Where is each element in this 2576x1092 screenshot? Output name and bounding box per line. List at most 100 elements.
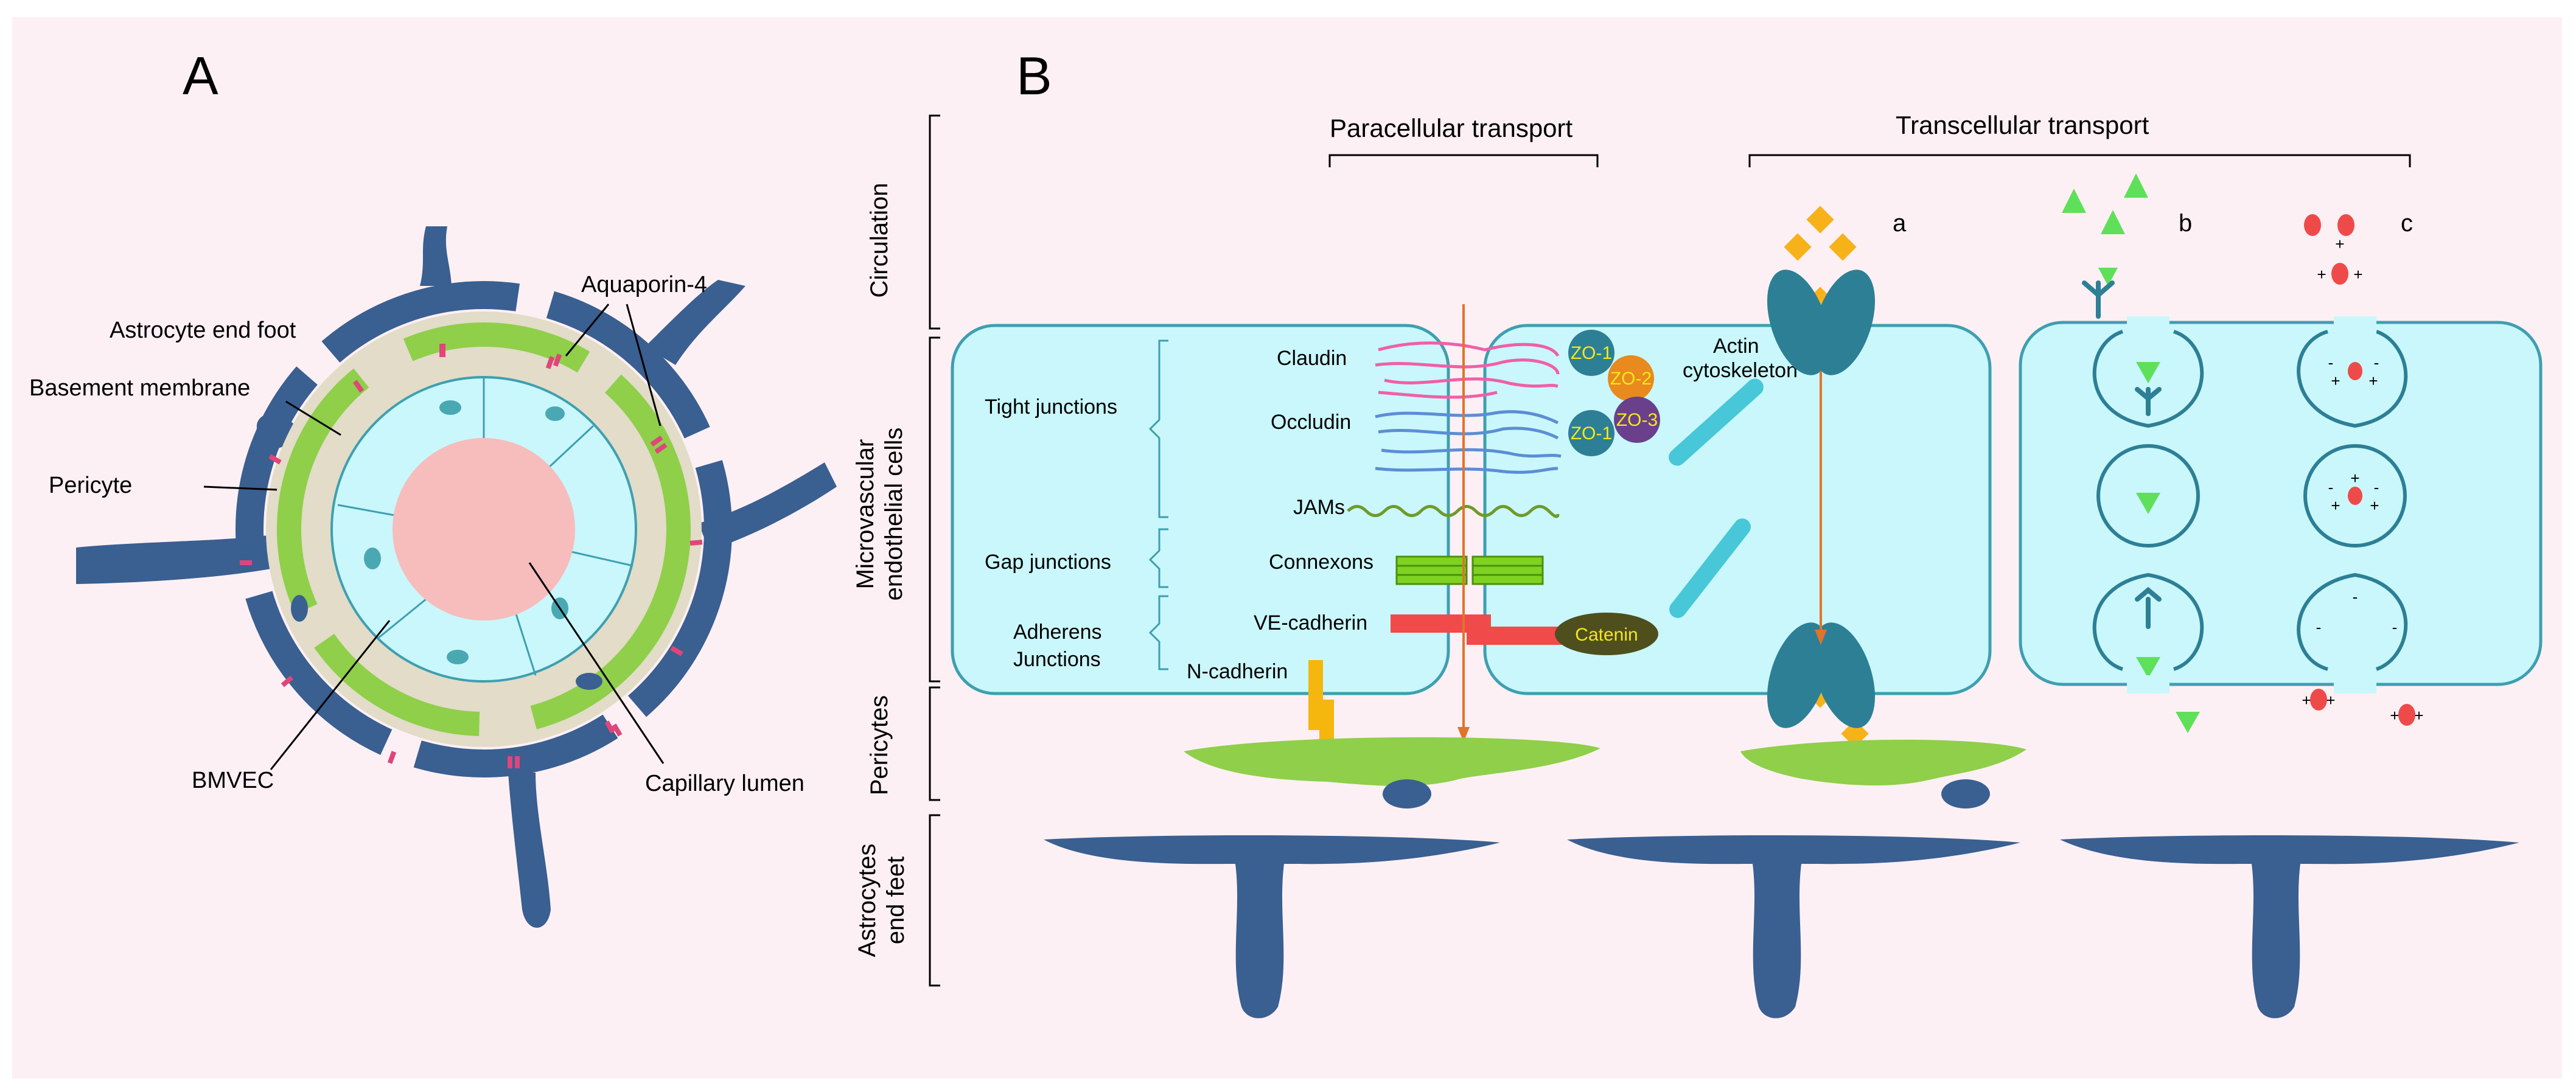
label-ve-cadherin: VE-cadherin	[1254, 611, 1367, 635]
aquaporin-4-channel	[508, 756, 512, 768]
svg-text:+: +	[2353, 265, 2362, 283]
label-actin: Actin	[1713, 335, 1759, 358]
aquaporin-4-channel	[268, 454, 282, 465]
layer-circulation: Circulation	[866, 183, 893, 298]
aquaporin-4-channel	[612, 723, 623, 737]
layer-brackets	[929, 114, 940, 987]
aquaporin-4-channel	[352, 380, 365, 393]
aquaporin-4-channel	[553, 353, 562, 367]
label-n-cadherin: N-cadherin	[1187, 660, 1288, 683]
svg-text:+: +	[2331, 496, 2340, 515]
svg-text:+: +	[2331, 372, 2340, 390]
catenin	[1555, 613, 1658, 655]
svg-text:+: +	[2335, 235, 2344, 253]
label-route-b: b	[2179, 210, 2192, 237]
astrocyte-end-feet-row	[1044, 835, 2519, 1018]
label-tight-junctions: Tight junctions	[985, 395, 1117, 419]
aquaporin-4-channel	[515, 756, 520, 768]
aquaporin-4-channel	[689, 540, 703, 546]
header-transcellular: Transcellular transport	[1896, 111, 2149, 139]
label-astrocyte-end-foot: Astrocyte end foot	[110, 318, 296, 343]
zo-labels: ZO-1 ZO-2 ZO-1 ZO-3	[1571, 343, 1658, 443]
pericyte-nucleus	[576, 673, 602, 690]
astrocyte-processes	[76, 226, 837, 928]
aquaporin-4-channel	[670, 645, 683, 656]
endothelial-cell-borders	[337, 377, 634, 676]
svg-text:+: +	[2368, 372, 2378, 390]
connexons	[1395, 555, 1544, 585]
svg-text:-: -	[2374, 478, 2379, 496]
occludin-strands	[1375, 410, 1562, 474]
layer-endothelial-line1: Microvascular	[852, 439, 879, 589]
svg-text:+: +	[2326, 691, 2335, 709]
label-connexons: Connexons	[1269, 551, 1374, 574]
pericytes-row	[1184, 737, 2026, 809]
aquaporin-4-channel	[387, 751, 397, 764]
junction-brackets	[1148, 339, 1168, 670]
endothelial-cell-middle	[1483, 324, 1992, 695]
panel-b: B Circulation Microvascular endothelial …	[852, 46, 2543, 1018]
panel-b-label: B	[1016, 46, 1052, 106]
label-route-c: c	[2401, 210, 2413, 237]
svg-text:-: -	[2374, 353, 2379, 372]
label-claudin: Claudin	[1277, 347, 1347, 370]
svg-text:+: +	[2302, 691, 2311, 709]
aquaporin-4-channel	[604, 720, 615, 734]
aquaporin-4-channel	[654, 442, 668, 454]
b-receptors	[2082, 280, 2162, 629]
layer-astrocytes-line2: end feet	[882, 857, 909, 945]
panel-a: A	[29, 46, 837, 928]
svg-text:+: +	[2370, 496, 2379, 515]
svg-text:-: -	[2328, 353, 2334, 372]
layer-pericytes: Pericytes	[866, 695, 893, 796]
zo-1-top	[1568, 330, 1614, 376]
junction-group-labels: Tight junctions Gap junctions Adherens J…	[985, 395, 1117, 671]
label-pericyte: Pericyte	[49, 473, 132, 498]
claudin-strands	[1375, 341, 1560, 399]
svg-text:ZO-3: ZO-3	[1616, 410, 1658, 430]
cations-in-vesicles	[2348, 362, 2362, 505]
svg-text:+: +	[2317, 265, 2326, 283]
label-jams: JAMs	[1293, 496, 1345, 519]
aquaporin-4-channel	[240, 560, 252, 565]
astrocyte-end-feet-ring	[236, 281, 732, 777]
svg-text:-: -	[2392, 618, 2398, 636]
pericyte-band	[277, 322, 691, 736]
label-adherens-line2: Junctions	[1013, 648, 1101, 671]
triangle-solutes	[2062, 173, 2200, 733]
label-adherens-line1: Adherens	[1013, 621, 1102, 644]
receptor-top	[1767, 270, 1876, 375]
label-capillary-lumen: Capillary lumen	[645, 771, 805, 796]
aquaporin-4-channel	[650, 435, 663, 447]
svg-text:-: -	[2328, 478, 2334, 496]
zo-3	[1614, 397, 1660, 443]
label-gap-junctions: Gap junctions	[985, 551, 1111, 574]
layer-endothelial-line2: endothelial cells	[881, 428, 907, 601]
vesicles-b	[2092, 330, 2204, 671]
vesicles-c	[2297, 330, 2408, 671]
layer-astrocytes-line1: Astrocytes	[854, 844, 881, 958]
charge-marks: + + + - - + + - - + + + - - - + + + +	[2302, 235, 2423, 725]
aquaporin-4-channel	[439, 344, 445, 357]
svg-text:ZO-1: ZO-1	[1571, 423, 1612, 443]
receptor-bottom	[1767, 622, 1876, 728]
membrane-pores	[2127, 316, 2376, 694]
cation-solutes	[2304, 214, 2415, 726]
svg-text:+: +	[2390, 706, 2399, 725]
jams-strand	[1347, 505, 1560, 518]
label-bmvec: BMVEC	[192, 768, 274, 793]
aquaporin-4-channel	[545, 356, 555, 369]
svg-text:+: +	[2414, 706, 2423, 725]
svg-text:ZO-2: ZO-2	[1610, 369, 1652, 389]
label-catenin: Catenin	[1575, 625, 1638, 645]
label-basement-membrane: Basement membrane	[29, 375, 250, 401]
panel-a-label: A	[183, 46, 218, 106]
svg-text:-: -	[2316, 618, 2322, 636]
layer-labels: Circulation Microvascular endothelial ce…	[852, 183, 909, 958]
bracket-transcellular	[1748, 154, 2411, 167]
aquaporin-4-channel	[281, 675, 294, 687]
label-route-a: a	[1893, 210, 1907, 237]
actin-filaments	[1669, 378, 1764, 618]
protein-labels: Claudin Occludin JAMs Connexons VE-cadhe…	[1187, 335, 1798, 683]
